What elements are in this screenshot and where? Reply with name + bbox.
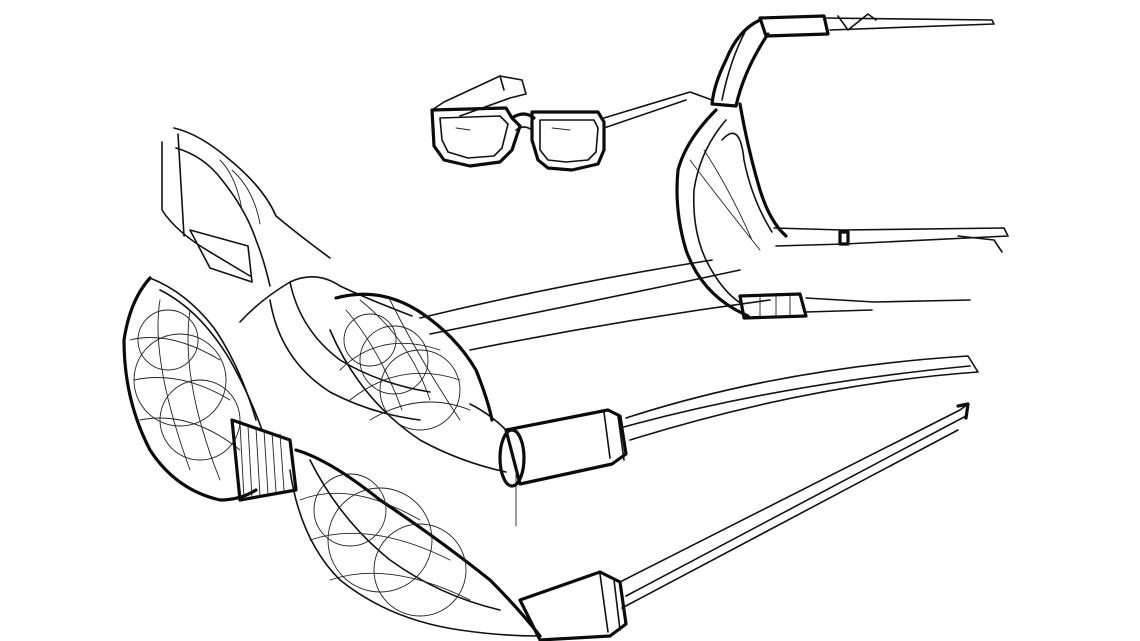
lower-perspective-glasses-sketch <box>122 276 970 641</box>
upper-perspective-glasses-sketch <box>161 127 979 527</box>
small-glasses-sketch <box>430 75 713 172</box>
top-view-glasses-sketch <box>675 13 1009 320</box>
